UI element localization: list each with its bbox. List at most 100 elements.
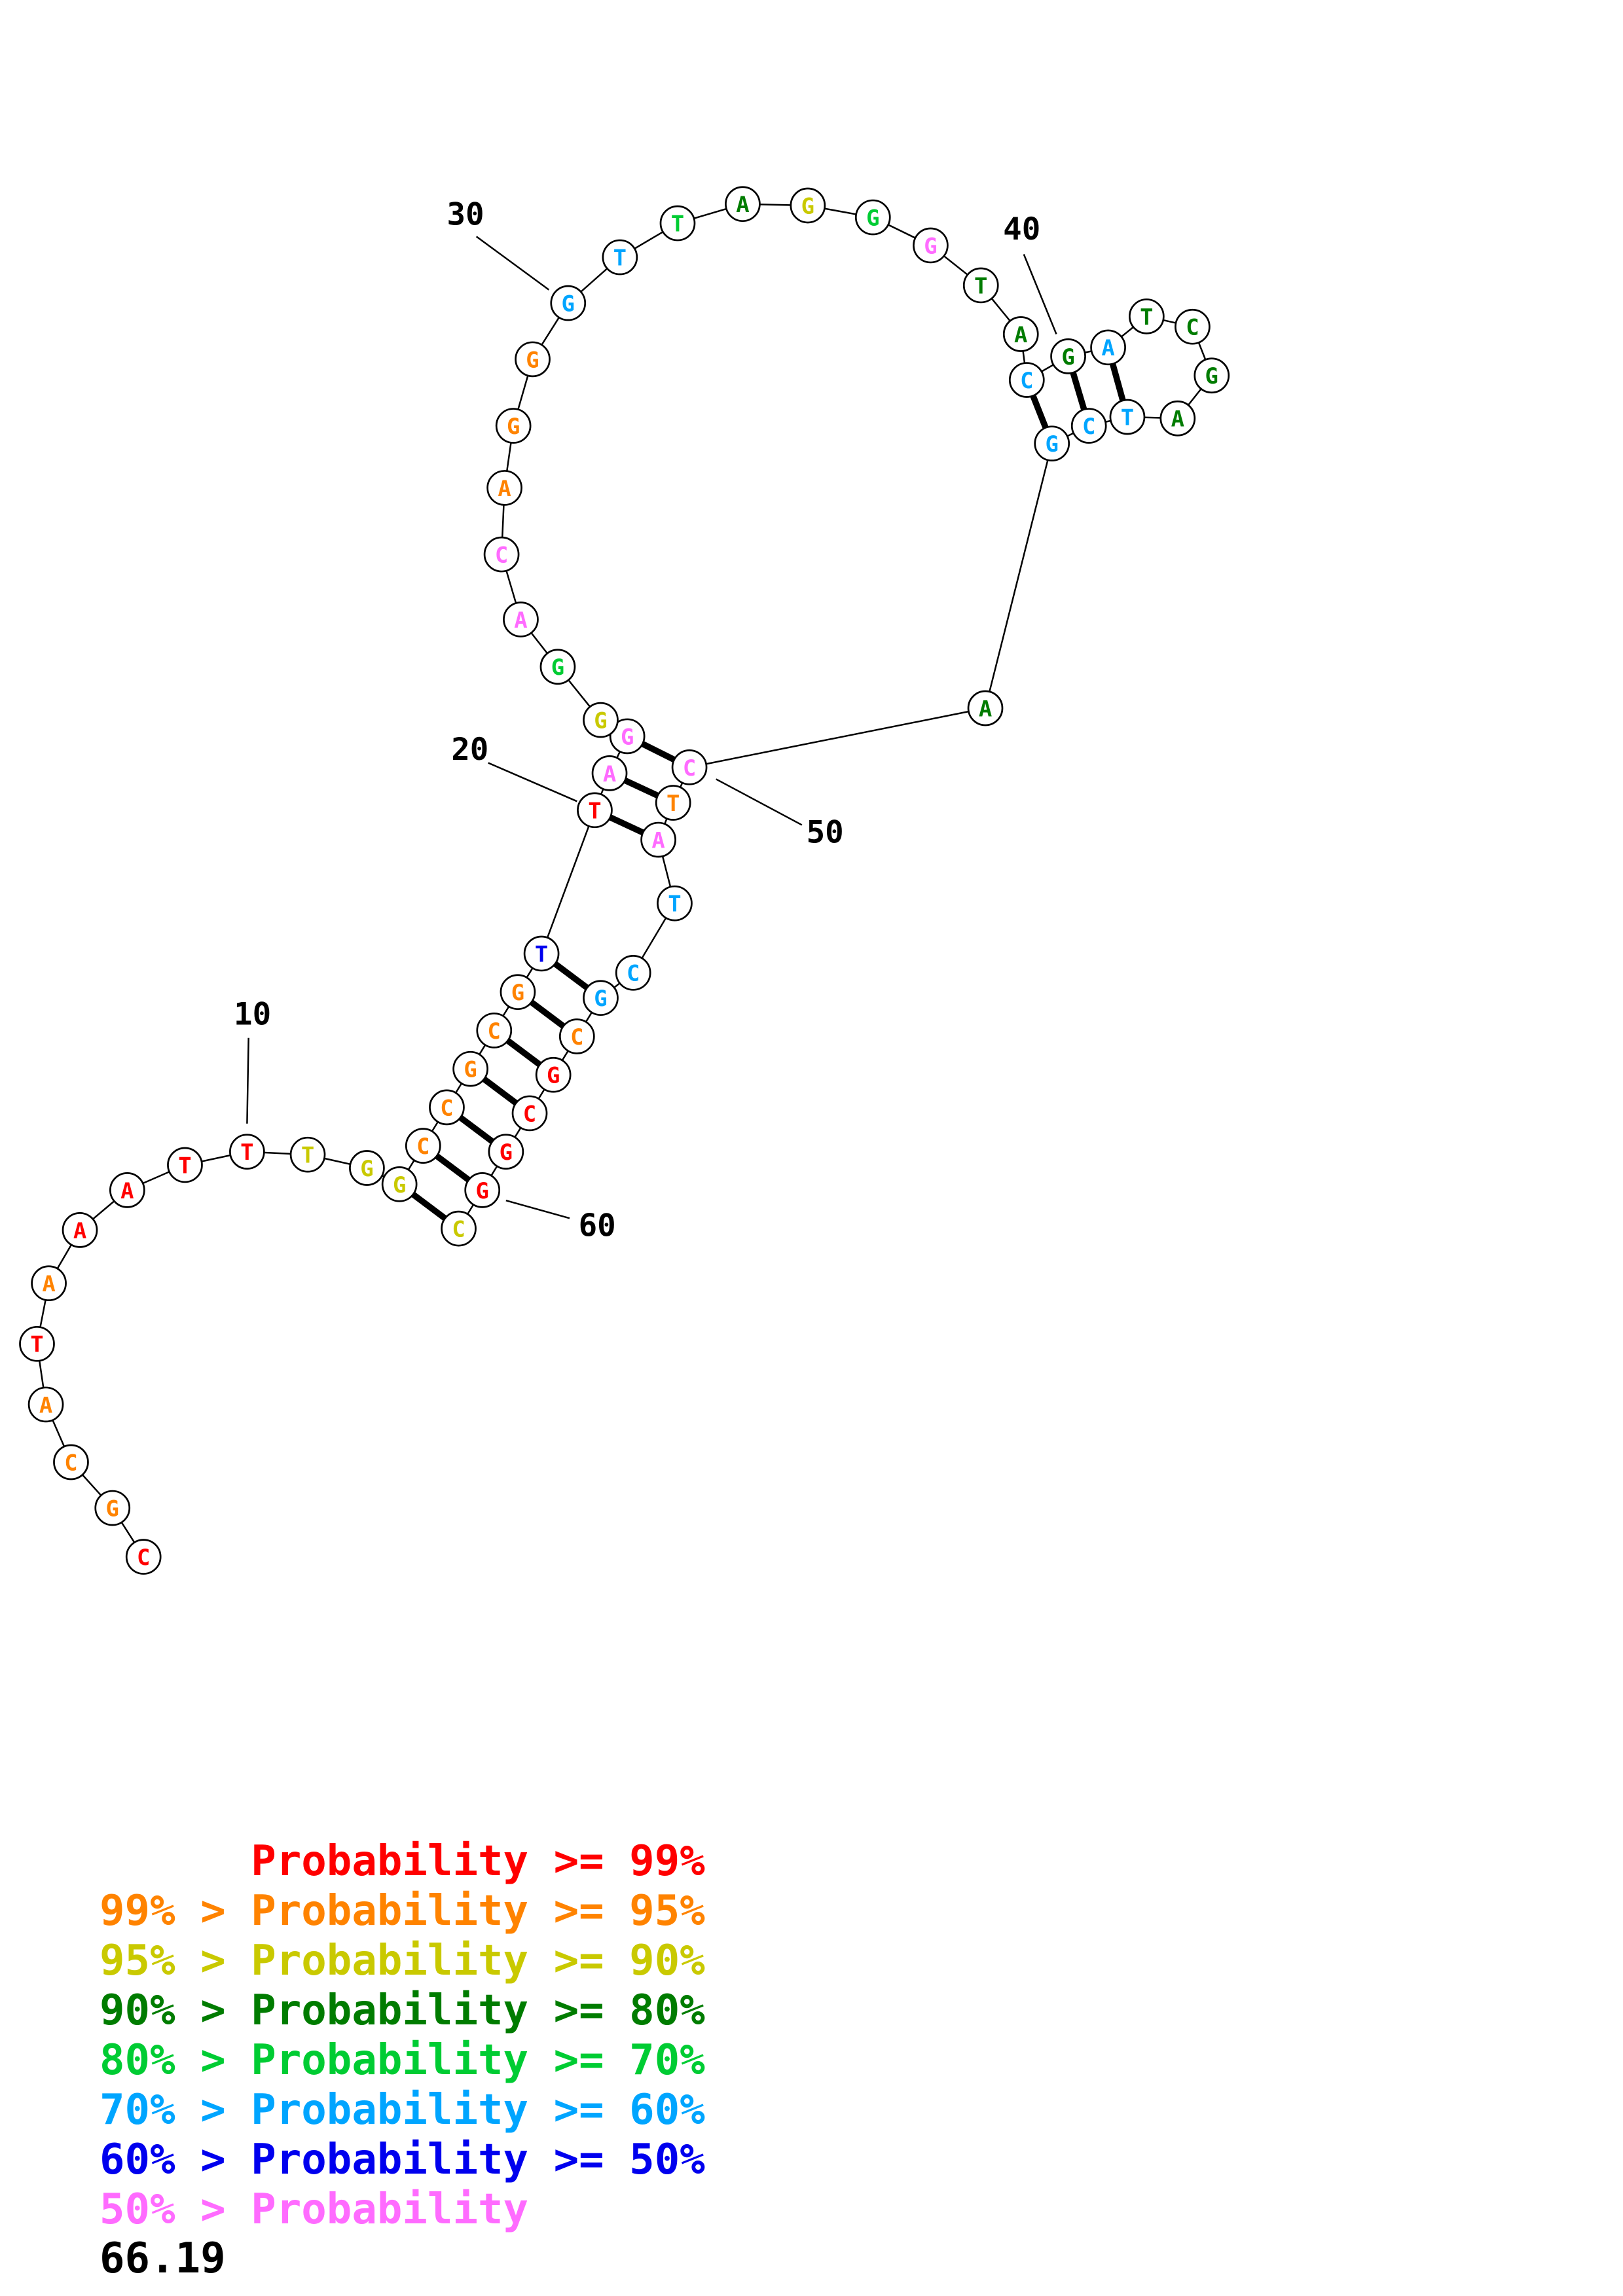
base-letter-23: G [594,708,607,733]
nucleotide-39 [1008,362,1045,398]
legend-row-2: 99% > Probability >= 95% [100,1887,705,1935]
nucleotide-11 [289,1136,326,1173]
nucleotide-32 [659,205,696,242]
base-letter-7: A [73,1218,86,1244]
nucleotide-17 [476,1013,513,1049]
base-letter-19: T [535,941,548,967]
nucleotide-50 [671,749,708,785]
nucleotide-24 [539,649,576,685]
nucleotide-5 [19,1325,55,1362]
nucleotide-1 [125,1539,162,1575]
base-letter-57: G [547,1063,560,1088]
base-letter-41: A [1101,335,1114,361]
base-letter-17: C [488,1018,501,1044]
base-letter-58: C [523,1101,536,1126]
nucleotide-46 [1109,399,1146,435]
base-letter-28: G [507,414,520,439]
base-letter-61: C [452,1217,465,1242]
nucleotide-53 [657,885,693,922]
nucleotide-10 [229,1134,265,1170]
nucleotide-8 [109,1172,145,1208]
nucleotide-60 [464,1172,501,1208]
position-label-10: 10 [234,996,271,1032]
nucleotide-21 [591,755,628,791]
position-label-line [505,1199,570,1219]
nucleotide-14 [405,1128,441,1164]
base-letter-38: A [1014,322,1027,348]
nucleotide-16 [452,1050,488,1087]
base-letter-6: A [42,1271,55,1297]
nucleotide-22 [609,718,646,755]
base-letter-21: A [603,761,616,787]
legend-row-7: 60% > Probability >= 50% [100,2136,705,2184]
nucleotide-15 [429,1089,465,1126]
base-letter-1: C [137,1545,150,1570]
base-letter-39: C [1020,368,1033,393]
legend-row-4: 90% > Probability >= 80% [100,1986,705,2035]
nucleotide-41 [1090,329,1126,366]
base-letter-10: T [240,1139,253,1165]
base-letter-51: T [666,791,680,816]
nucleotide-37 [962,267,999,304]
nucleotide-26 [483,536,520,573]
nucleotide-49 [967,690,1004,726]
nucleotide-42 [1129,298,1165,334]
base-letter-15: C [440,1095,453,1121]
nucleotide-55 [583,980,619,1016]
legend-row-6: 70% > Probability >= 60% [100,2086,705,2134]
nucleotide-19 [523,935,560,972]
nucleotide-31 [602,239,638,276]
nucleotide-38 [1002,316,1039,352]
nucleotide-12 [349,1150,385,1186]
nucleotide-59 [488,1134,524,1170]
base-letter-50: C [683,755,696,781]
backbone-line [689,707,986,768]
nucleotide-40 [1050,338,1086,374]
base-letter-3: C [64,1450,77,1475]
position-label-50: 50 [807,815,844,851]
base-letter-60: G [475,1178,488,1204]
legend-row-5: 80% > Probability >= 70% [100,2036,705,2085]
nucleotide-58 [511,1095,548,1132]
base-letter-54: C [627,961,640,986]
base-letter-18: G [511,980,524,1005]
probability-legend: Probability >= 99%99% > Probability >= 9… [100,1837,705,2234]
base-letter-4: A [39,1392,52,1418]
legend-row-3: 95% > Probability >= 90% [100,1937,705,1985]
base-letter-5: T [30,1332,43,1357]
base-letter-47: C [1082,414,1095,439]
position-label-60: 60 [579,1208,616,1244]
nucleotide-2 [94,1490,131,1526]
position-label-line [1023,254,1057,334]
nucleotide-45 [1159,400,1196,437]
nucleotide-44 [1194,357,1230,394]
nucleotide-3 [53,1444,89,1480]
nucleotide-54 [615,954,651,991]
nucleotide-7 [62,1212,98,1248]
base-letter-20: T [588,798,601,823]
nucleotide-29 [515,341,551,378]
nucleotide-56 [558,1018,595,1054]
base-letter-25: A [514,607,527,633]
base-letter-55: G [594,986,607,1011]
nucleotide-28 [495,408,532,444]
nucleotide-18 [500,974,536,1011]
nucleotide-43 [1175,308,1211,345]
base-letter-44: G [1205,363,1218,389]
base-letter-36: G [924,233,937,259]
nucleotide-34 [790,187,826,224]
base-letter-40: G [1061,344,1074,370]
base-letter-34: G [801,193,814,219]
nucleotide-30 [550,285,587,321]
position-label-line [716,778,803,826]
base-letter-14: C [416,1134,429,1159]
nucleotide-57 [535,1056,572,1093]
base-letter-56: C [570,1024,583,1050]
base-letter-12: G [360,1156,373,1181]
nucleotide-23 [583,702,619,738]
base-letter-27: A [498,476,511,501]
base-letter-29: G [526,347,539,372]
base-letter-26: C [495,543,508,568]
base-letter-9: T [178,1153,191,1178]
